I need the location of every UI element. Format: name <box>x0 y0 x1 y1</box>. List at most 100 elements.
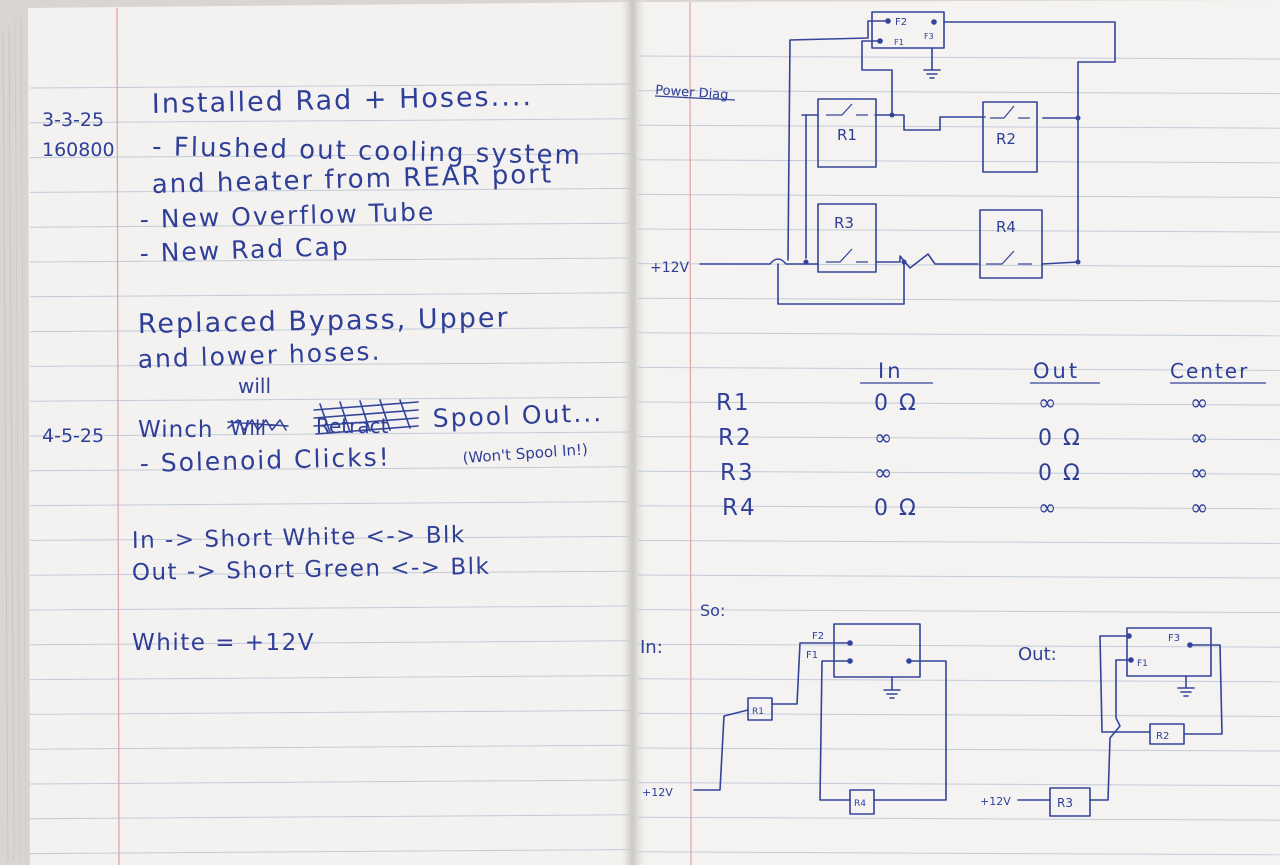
insert-word: will <box>238 374 271 398</box>
relay-r3 <box>817 203 877 273</box>
ruled-line <box>637 851 1280 856</box>
ruled-line <box>637 436 1280 441</box>
ruled-line <box>637 747 1280 752</box>
plus12v-label: +12V <box>650 260 690 276</box>
white-voltage-line: White = +12V <box>132 630 315 656</box>
wire <box>777 261 905 305</box>
wire <box>771 642 851 705</box>
entry-line: Replaced Bypass, Upper <box>138 303 510 340</box>
ruled-line <box>29 640 631 646</box>
wire <box>875 253 979 269</box>
ruled-line <box>29 257 631 263</box>
wire <box>861 40 893 116</box>
f1-label: F1 <box>806 650 818 661</box>
ruled-line <box>29 744 631 750</box>
ruled-line <box>29 709 631 715</box>
table-cell-in: ∞ <box>874 426 894 451</box>
relay-r2 <box>1149 723 1185 745</box>
winch-prefix: Winch <box>138 417 213 443</box>
right-margin-line <box>689 1 692 865</box>
winch-motor-box <box>1126 627 1212 677</box>
table-cell-out: ∞ <box>1038 391 1058 416</box>
winch-suffix: Spool Out... <box>432 398 603 433</box>
ruled-line <box>29 83 631 89</box>
ruled-line <box>29 187 631 193</box>
relay-r2-label: R2 <box>996 130 1016 148</box>
ruled-line <box>637 401 1280 406</box>
column-header: In <box>878 359 904 383</box>
table-cell-out: ∞ <box>1038 496 1058 521</box>
relay-r4 <box>979 209 1043 279</box>
wire <box>801 114 819 259</box>
ruled-line <box>29 849 631 855</box>
table-cell-out: 0 Ω <box>1038 426 1082 451</box>
entry-date: 4-5-25 <box>42 425 104 447</box>
junction <box>803 259 809 265</box>
ruled-line <box>637 124 1280 129</box>
ruled-lines-left <box>29 83 631 855</box>
relay-r1-label: R1 <box>752 707 764 717</box>
ruled-line <box>637 574 1280 579</box>
ruled-line <box>29 431 631 437</box>
power-diag-label: Power Diag <box>655 83 729 103</box>
row-label: R1 <box>716 390 751 416</box>
relay-switch <box>986 250 1032 265</box>
relay-r1 <box>747 697 773 721</box>
left-margin-line <box>116 7 120 865</box>
relay-r3-label: R3 <box>834 214 854 232</box>
wire <box>1041 261 1079 265</box>
ground-symbol <box>923 47 941 79</box>
so-label: So: <box>700 601 725 620</box>
winch-motor-box <box>833 623 921 678</box>
ruled-line <box>29 466 631 472</box>
ruled-line <box>637 470 1280 475</box>
relay-r3 <box>1049 787 1091 817</box>
ruled-line <box>637 643 1280 648</box>
ruled-line <box>29 675 631 681</box>
table-cell-out: 0 Ω <box>1038 461 1082 486</box>
page-stack-edges <box>2 14 27 861</box>
relay-r4-label: R4 <box>996 218 1016 236</box>
f1-label: F1 <box>894 38 904 47</box>
power-diagram: Power Diag F2 F1 F3 R1 R2 <box>650 11 1116 305</box>
plus12v-label: +12V <box>642 786 673 799</box>
out-label: Out: <box>1018 644 1057 665</box>
ruled-line <box>29 327 631 333</box>
label-underline <box>654 95 736 101</box>
junction <box>901 259 907 265</box>
wire <box>943 21 1116 263</box>
column-header: Out <box>1033 359 1080 383</box>
in-diagram: F2 F1 R1 R4 +12V <box>642 623 947 815</box>
ruled-line <box>29 570 631 576</box>
row-label: R3 <box>720 460 755 486</box>
table-cell-center: ∞ <box>1190 461 1210 486</box>
f1-label: F1 <box>1137 659 1148 669</box>
ruled-line <box>29 501 631 507</box>
ruled-line <box>637 159 1280 164</box>
ruled-line <box>637 609 1280 614</box>
ruled-line <box>637 90 1280 95</box>
ground-symbol <box>883 676 901 699</box>
terminal-f3 <box>931 19 937 25</box>
f3-label: F3 <box>924 32 934 41</box>
relay-r2 <box>982 101 1038 173</box>
row-label: R2 <box>718 425 753 451</box>
ruled-lines-right <box>637 55 1280 856</box>
solenoid-line: - Solenoid Clicks! <box>139 442 391 478</box>
entry-2: Replaced Bypass, Upper and lower hoses. <box>137 303 510 374</box>
table-cell-in: ∞ <box>874 461 894 486</box>
ruled-line <box>637 539 1280 544</box>
relay-r1 <box>817 98 877 168</box>
table-cell-in: 0 Ω <box>874 496 918 521</box>
ruled-line <box>29 361 631 367</box>
f2-label: F2 <box>895 17 907 28</box>
in-short-line: In -> Short White <-> Blk <box>132 522 466 554</box>
ruled-line <box>637 332 1280 337</box>
ruled-line <box>637 505 1280 510</box>
entry-mileage: 160800 <box>42 139 115 161</box>
ruled-line <box>29 605 631 611</box>
